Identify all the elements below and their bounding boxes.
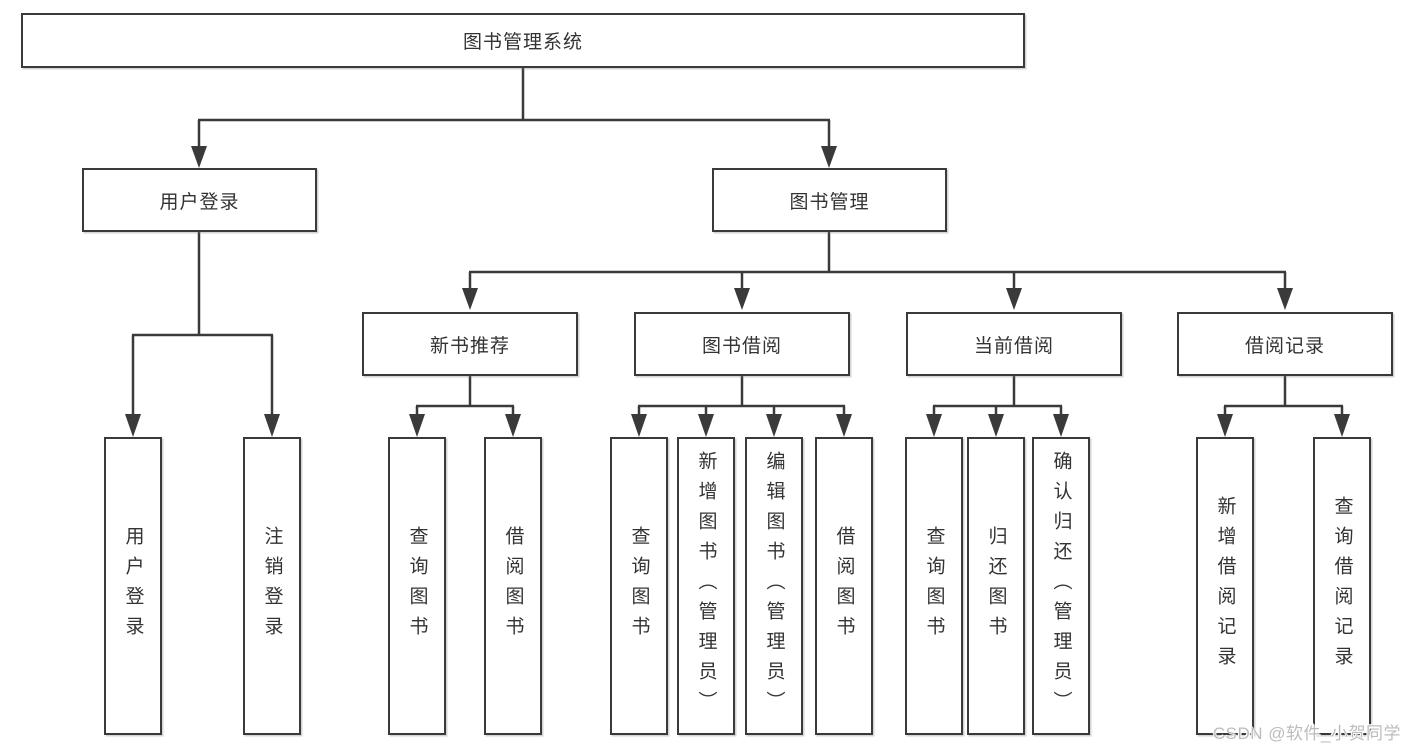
node-label: 图书管理系统 (462, 32, 583, 53)
leaf-add-books-admin: 新增图书（管理员） (677, 437, 735, 735)
node-label: 注销登录 (261, 526, 283, 646)
leaf-query-books-current: 查询图书 (905, 437, 963, 735)
node-label: 图书管理 (789, 191, 870, 213)
node-label: 用户登录 (159, 191, 240, 213)
node-label: 新增借阅记录 (1214, 496, 1236, 676)
leaf-query-borrow-record: 查询借阅记录 (1313, 437, 1371, 735)
node-label: 归还图书 (985, 526, 1007, 646)
node-book-management-module: 图书管理 (712, 168, 947, 232)
leaf-borrow-books-recommend: 借阅图书 (484, 437, 542, 735)
leaf-return-books: 归还图书 (967, 437, 1025, 735)
node-book-borrowing: 图书借阅 (634, 312, 850, 376)
node-label: 查询图书 (923, 526, 945, 646)
node-label: 借阅图书 (833, 526, 855, 646)
node-label: 新增图书（管理员） (695, 451, 717, 721)
node-label: 查询图书 (628, 526, 650, 646)
leaf-query-books-borrow: 查询图书 (610, 437, 668, 735)
node-label: 查询借阅记录 (1331, 496, 1353, 676)
leaf-logout: 注销登录 (243, 437, 301, 735)
node-label: 用户登录 (122, 526, 144, 646)
node-label: 借阅图书 (502, 526, 524, 646)
node-label: 图书借阅 (701, 335, 782, 357)
watermark: CSDN @软件_小贺同学 (1212, 724, 1401, 743)
node-user-login-module: 用户登录 (82, 168, 317, 232)
node-label: 编辑图书（管理员） (763, 451, 785, 721)
node-label: 确认归还（管理员） (1050, 451, 1072, 721)
leaf-confirm-return-admin: 确认归还（管理员） (1032, 437, 1090, 735)
node-label: 当前借阅 (973, 335, 1054, 357)
leaf-query-books-recommend: 查询图书 (388, 437, 446, 735)
leaf-user-login: 用户登录 (104, 437, 162, 735)
node-library-management-system: 图书管理系统 (21, 13, 1025, 68)
node-label: 借阅记录 (1244, 335, 1325, 357)
node-borrowing-records: 借阅记录 (1177, 312, 1393, 376)
leaf-edit-books-admin: 编辑图书（管理员） (745, 437, 803, 735)
node-current-borrowing: 当前借阅 (906, 312, 1122, 376)
arrowheads (125, 146, 1350, 437)
node-new-book-recommendation: 新书推荐 (362, 312, 578, 376)
node-label: 查询图书 (406, 526, 428, 646)
leaf-borrow-books: 借阅图书 (815, 437, 873, 735)
leaf-add-borrow-record: 新增借阅记录 (1196, 437, 1254, 735)
node-label: 新书推荐 (429, 335, 510, 357)
